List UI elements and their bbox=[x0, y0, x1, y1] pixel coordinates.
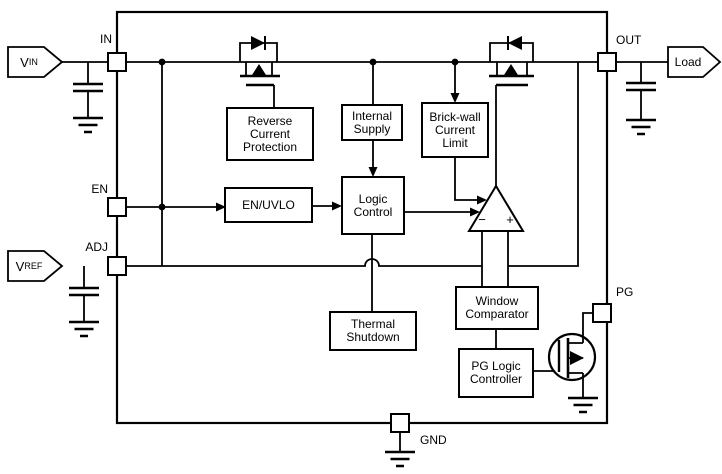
amp-minus-label: − bbox=[478, 212, 486, 227]
in-pin bbox=[107, 52, 127, 72]
ground-symbol bbox=[73, 116, 103, 134]
arrow-logic-into-amp bbox=[470, 207, 480, 217]
channel-stubs bbox=[245, 62, 273, 76]
pg-logic-controller-box bbox=[458, 348, 534, 398]
arrowheads bbox=[216, 93, 487, 217]
wire-brickwall-to-amp bbox=[454, 157, 480, 201]
pg-mosfet bbox=[547, 312, 598, 414]
vin-sub: IN bbox=[28, 56, 38, 67]
wires bbox=[62, 61, 668, 372]
load-port-label: Load bbox=[668, 47, 708, 77]
body-arrow-icon bbox=[252, 64, 266, 75]
wire-out-feedback bbox=[508, 62, 579, 267]
en-uvlo-label: EN/UVLO bbox=[242, 197, 295, 212]
capacitor-plates bbox=[626, 81, 656, 92]
gnd-pin bbox=[390, 413, 410, 433]
pass-fet-left bbox=[239, 36, 280, 108]
internal-supply-box bbox=[341, 104, 403, 141]
pin-squares bbox=[107, 52, 617, 433]
reverse-current-protection-box bbox=[226, 107, 314, 161]
en-pin bbox=[107, 197, 127, 217]
wire-adj-with-hop bbox=[126, 258, 482, 267]
junction-dot bbox=[369, 58, 377, 66]
error-amplifier: − + bbox=[467, 184, 525, 232]
load-port-shape bbox=[667, 46, 722, 78]
ic-boundary-box bbox=[115, 10, 609, 425]
ground-symbol bbox=[385, 450, 415, 468]
vin-capacitor bbox=[73, 62, 103, 134]
ground-symbol bbox=[69, 320, 99, 338]
en-pin-label: EN bbox=[91, 182, 108, 196]
en-uvlo-box bbox=[224, 187, 313, 223]
pass-fet-right bbox=[489, 36, 534, 87]
diode-icon bbox=[251, 36, 265, 50]
amp-triangle bbox=[467, 184, 525, 232]
arrow-rail-into-brickwall bbox=[450, 93, 460, 103]
out-pin-label: OUT bbox=[616, 33, 642, 47]
ground-symbol bbox=[626, 118, 656, 136]
arrow-brickwall-into-amp bbox=[477, 195, 487, 205]
load-label: Load bbox=[674, 55, 702, 69]
reverse-current-protection-label: Reverse Current Protection bbox=[242, 113, 298, 154]
out-capacitor bbox=[626, 62, 656, 136]
out-pin bbox=[597, 52, 617, 72]
in-pin-label: IN bbox=[100, 32, 112, 46]
brick-wall-current-limit-label: Brick-wall Current Limit bbox=[429, 109, 481, 150]
drain-wire bbox=[582, 312, 593, 343]
capacitor-plates bbox=[69, 286, 99, 297]
pg-pin-label: PG bbox=[616, 285, 634, 299]
external-ports bbox=[7, 46, 722, 282]
vref-port-shape bbox=[7, 250, 64, 282]
adj-pin bbox=[107, 256, 127, 276]
vin-base: V bbox=[20, 54, 29, 70]
amp-plus-label: + bbox=[506, 212, 514, 227]
body-arrow-icon bbox=[570, 351, 584, 365]
junction-dots bbox=[158, 58, 459, 211]
ground-symbol bbox=[568, 396, 598, 414]
internal-supply-label: Internal Supply bbox=[351, 108, 393, 136]
thermal-shutdown-label: Thermal Shutdown bbox=[346, 317, 400, 344]
thermal-shutdown-box bbox=[329, 311, 417, 351]
junction-dot bbox=[451, 58, 459, 66]
vref-base: V bbox=[15, 258, 25, 274]
logic-control-label: Logic Control bbox=[353, 191, 393, 219]
adj-pin-label: ADJ bbox=[85, 240, 108, 254]
arrow-supply-into-logic bbox=[368, 167, 378, 177]
vref-sub: REF bbox=[24, 260, 43, 271]
window-comparator-box bbox=[455, 286, 539, 330]
junction-dot bbox=[158, 58, 166, 66]
vref-capacitor bbox=[69, 266, 99, 338]
pg-pin bbox=[592, 303, 612, 323]
gnd-ground bbox=[385, 432, 415, 468]
diode-icon bbox=[508, 36, 522, 50]
arrow-enuvlo-into-logic bbox=[332, 201, 342, 211]
pg-logic-controller-label: PG Logic Controller bbox=[469, 359, 523, 386]
window-comparator-label: Window Comparator bbox=[465, 294, 529, 321]
body-arrow-icon bbox=[504, 64, 518, 75]
vin-port-shape bbox=[7, 46, 64, 78]
body-diode-branch bbox=[489, 42, 534, 62]
channel-stubs bbox=[496, 62, 528, 76]
capacitor-plates bbox=[73, 82, 103, 93]
arrow-en-into-enuvlo bbox=[216, 202, 226, 212]
junction-dot bbox=[158, 203, 166, 211]
gnd-pin-label: GND bbox=[420, 433, 447, 447]
function-blocks bbox=[224, 102, 539, 398]
